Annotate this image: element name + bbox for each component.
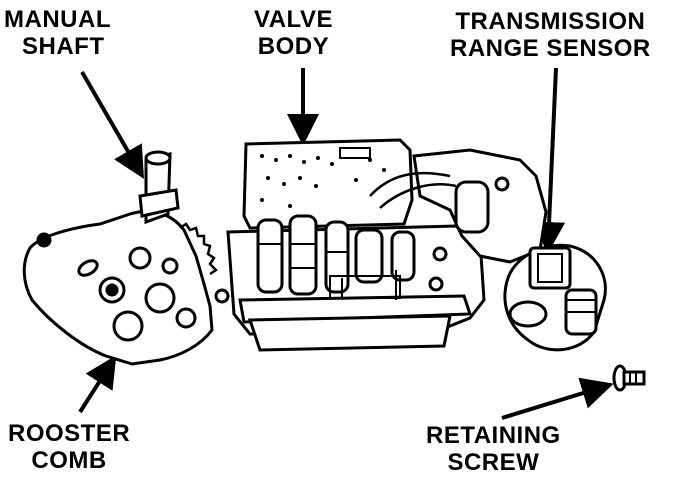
arrow-transmission-range-sensor xyxy=(533,67,566,254)
label-trs-line1: TRANSMISSION xyxy=(455,8,646,35)
arrow-rooster-comb xyxy=(78,355,117,414)
label-retaining-screw-line2: SCREW xyxy=(447,449,540,476)
label-trs-line2: RANGE SENSOR xyxy=(450,35,651,62)
arrow-manual-shaft xyxy=(80,70,145,179)
label-valve-body-line1: VALVE xyxy=(254,6,333,33)
solenoid-part xyxy=(369,148,548,264)
transmission-range-sensor-part xyxy=(503,243,607,352)
valve-body-part xyxy=(214,138,486,352)
arrow-retaining-screw xyxy=(501,377,614,420)
manual-shaft-part xyxy=(138,150,180,225)
label-rooster-comb: ROOSTER COMB xyxy=(8,420,130,474)
label-transmission-range-sensor: TRANSMISSION RANGE SENSOR xyxy=(450,8,651,62)
label-rooster-comb-line2: COMB xyxy=(31,447,107,474)
label-rooster-comb-line1: ROOSTER xyxy=(8,420,131,447)
label-manual-shaft-line2: SHAFT xyxy=(22,33,105,60)
rooster-comb-part xyxy=(22,209,218,366)
label-valve-body-line2: BODY xyxy=(257,33,330,60)
label-retaining-screw: RETAINING SCREW xyxy=(426,422,561,476)
retaining-screw-part xyxy=(612,364,646,392)
leader-arrows xyxy=(78,67,614,420)
label-valve-body: VALVE BODY xyxy=(254,6,333,60)
label-retaining-screw-line1: RETAINING xyxy=(426,422,561,449)
label-manual-shaft-line1: MANUAL xyxy=(4,6,111,33)
label-manual-shaft: MANUAL SHAFT xyxy=(4,6,111,60)
